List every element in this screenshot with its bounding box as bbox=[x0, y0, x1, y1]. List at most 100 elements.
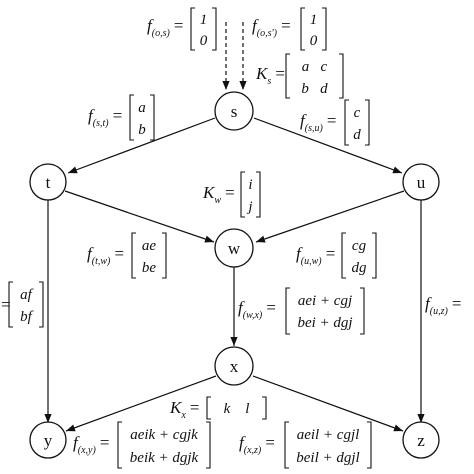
label-f-os-prime: f(o,s')= 1 0 bbox=[252, 7, 327, 51]
label-f-wx: f(w,x)= aei + cgj bei + dgj bbox=[238, 287, 365, 335]
label-f-xy: f(x,y)= aeik + cgjk beik + dgjk bbox=[73, 421, 211, 469]
label-f-xy-eq: = bbox=[99, 433, 110, 452]
node-x: x bbox=[214, 346, 254, 386]
label-f-su-eq: = bbox=[326, 111, 337, 130]
label-f-os2-sub: (o,s') bbox=[257, 28, 278, 39]
label-k-w-f: K bbox=[202, 183, 216, 202]
label-f-uw-row2: dg bbox=[352, 260, 368, 276]
label-k-x-f: K bbox=[169, 398, 183, 417]
node-y: y bbox=[29, 421, 67, 459]
label-k-s-sub: s bbox=[267, 76, 271, 87]
edge-u-w bbox=[255, 190, 405, 243]
label-k-w-row2: j bbox=[246, 199, 252, 215]
label-f-xz-row1: aeil + cgjl bbox=[297, 427, 360, 443]
label-f-st-row2: b bbox=[138, 122, 146, 138]
label-f-uw-row1: cg bbox=[352, 238, 367, 254]
label-f-su-row2: d bbox=[353, 127, 361, 143]
label-f-uz-eq: = bbox=[451, 294, 462, 313]
edge-t-w bbox=[64, 190, 215, 243]
node-t-label: t bbox=[46, 173, 51, 192]
label-f-su-sub: (s,u) bbox=[305, 123, 324, 134]
label-f-xy-sub: (x,y) bbox=[78, 445, 97, 456]
label-f-os-sub: (o,s) bbox=[152, 28, 171, 39]
label-f-st-eq: = bbox=[112, 106, 123, 125]
label-f-wx-row2: bei + dgj bbox=[297, 315, 352, 331]
node-z: z bbox=[402, 421, 440, 459]
label-f-su-f: f bbox=[300, 111, 307, 130]
label-f-os2-row2: 0 bbox=[310, 33, 318, 49]
edge-x-y bbox=[65, 375, 217, 432]
svg-text:f(u,w)=: f(u,w)= bbox=[296, 244, 336, 267]
label-f-os2-row1: 1 bbox=[310, 12, 318, 28]
svg-text:f(s,u)=: f(s,u)= bbox=[300, 111, 337, 134]
edge-x-z bbox=[252, 375, 404, 432]
label-f-xy-row2: beik + dgjk bbox=[130, 450, 199, 466]
node-s-label: s bbox=[231, 102, 238, 121]
label-f-xz-sub: (x,z) bbox=[244, 445, 262, 456]
label-f-wx-eq: = bbox=[265, 298, 276, 317]
label-k-x-sub: x bbox=[180, 410, 186, 421]
svg-text:f(w,x)=: f(w,x)= bbox=[238, 298, 277, 321]
label-f-os-eq: = bbox=[173, 16, 184, 35]
svg-text:Ks=: Ks= bbox=[255, 64, 286, 87]
label-f-ty-eq: = bbox=[0, 295, 11, 314]
svg-text:f(x,y)=: f(x,y)= bbox=[73, 433, 110, 456]
svg-text:f(s,t)=: f(s,t)= bbox=[88, 106, 123, 129]
label-k-s-row2: b d bbox=[301, 81, 328, 97]
label-k-w-eq: = bbox=[224, 183, 235, 202]
label-f-st-row1: a bbox=[138, 100, 146, 116]
node-x-label: x bbox=[230, 357, 239, 376]
label-f-ty: = af bf bbox=[0, 281, 44, 328]
label-f-su: f(s,u)= c d bbox=[300, 99, 370, 146]
label-f-uw-sub: (u,w) bbox=[301, 256, 323, 267]
node-z-label: z bbox=[417, 431, 425, 450]
svg-text:Kw=: Kw= bbox=[202, 183, 236, 206]
label-f-ty-row2: bf bbox=[20, 309, 34, 325]
svg-text:f(t,w)=: f(t,w)= bbox=[87, 244, 125, 267]
label-f-xy-f: f bbox=[73, 433, 80, 452]
label-f-wx-f: f bbox=[238, 298, 245, 317]
node-w-label: w bbox=[228, 239, 241, 258]
label-f-ty-row1: af bbox=[20, 287, 34, 303]
label-f-uw-f: f bbox=[296, 244, 303, 263]
node-w: w bbox=[214, 228, 254, 268]
node-u: u bbox=[402, 163, 440, 201]
label-k-x-row: k l bbox=[224, 401, 250, 417]
edges bbox=[44, 22, 425, 432]
label-f-wx-sub: (w,x) bbox=[243, 310, 263, 321]
label-k-x: Kx= k l bbox=[169, 396, 267, 421]
edge-s-u bbox=[253, 117, 403, 174]
label-f-os: f(o,s)= 1 0 bbox=[147, 7, 217, 51]
label-f-uz-f: f bbox=[425, 294, 432, 313]
label-f-su-row1: c bbox=[354, 105, 361, 121]
label-f-xz-eq: = bbox=[264, 433, 275, 452]
label-f-os2-f: f bbox=[252, 16, 259, 35]
label-k-w-sub: w bbox=[214, 195, 221, 206]
label-f-tw-eq: = bbox=[113, 244, 124, 263]
label-f-os-row1: 1 bbox=[200, 12, 208, 28]
svg-text:f(o,s)=: f(o,s)= bbox=[147, 16, 184, 39]
label-f-xz-row2: beil + dgjl bbox=[296, 450, 359, 466]
label-k-s-row1: a c bbox=[302, 59, 328, 75]
label-f-uw-eq: = bbox=[325, 244, 336, 263]
svg-text:f(u,z)=: f(u,z)= bbox=[425, 294, 462, 317]
label-f-os-f: f bbox=[147, 16, 154, 35]
node-y-label: y bbox=[44, 431, 53, 450]
label-f-tw-f: f bbox=[87, 244, 94, 263]
label-f-xy-row1: aeik + cgjk bbox=[130, 427, 198, 443]
svg-text:f(o,s')=: f(o,s')= bbox=[252, 16, 291, 39]
node-t: t bbox=[29, 163, 67, 201]
label-k-w-row1: i bbox=[248, 177, 252, 193]
label-f-uw: f(u,w)= cg dg bbox=[296, 232, 377, 279]
label-f-os2-eq: = bbox=[280, 16, 291, 35]
label-f-tw: f(t,w)= ae be bbox=[87, 232, 167, 279]
label-f-uz-sub: (u,z) bbox=[430, 306, 449, 317]
node-u-label: u bbox=[417, 173, 426, 192]
svg-text:Kx=: Kx= bbox=[169, 398, 200, 421]
label-f-tw-row2: be bbox=[142, 260, 157, 276]
label-f-st-sub: (s,t) bbox=[93, 118, 110, 129]
label-k-s-f: K bbox=[255, 64, 269, 83]
svg-text:f(x,z)=: f(x,z)= bbox=[239, 433, 276, 456]
edge-s-t bbox=[67, 117, 216, 174]
label-k-s-eq: = bbox=[274, 64, 285, 83]
